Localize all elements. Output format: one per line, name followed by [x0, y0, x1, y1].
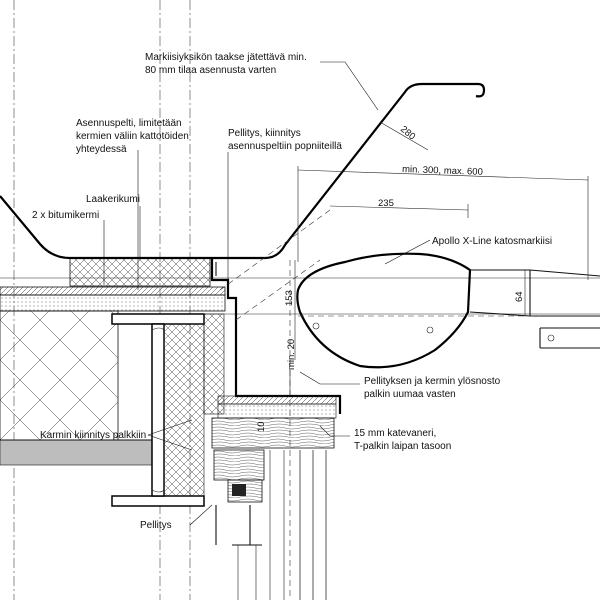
awning-mount-slab	[211, 395, 337, 449]
wall-insulation	[163, 313, 225, 497]
dim-280: 280	[398, 124, 417, 143]
label-laakeri: Laakerikumi	[86, 194, 140, 205]
label-sheet-2: asennuspeltiin popniiteillä	[228, 141, 342, 152]
bearing-rubber-pad	[69, 257, 211, 287]
label-raise-2: palkin uumaa vasten	[364, 389, 456, 400]
label-bitumi: 2 x bitumikermi	[32, 210, 99, 221]
label-kerm-fix: Karmin kiinnitys palkkiin	[40, 430, 146, 441]
awning-cassette	[296, 252, 600, 369]
label-plate-3: yhteydessä	[76, 144, 127, 155]
label-clearance-1: Markiisiyksikön taakse jätettävä min.	[145, 52, 307, 63]
dim-64: 64	[514, 291, 525, 302]
window-frame	[213, 449, 327, 600]
annotation-labels: Markiisiyksikön taakse jätettävä min. 80…	[32, 52, 552, 531]
roof-structure	[0, 286, 226, 466]
label-plate-2: kermien väliin kattotöiden	[76, 131, 189, 142]
dimension-labels: 280 min. 300, max. 600 235 153 64 min. 2…	[256, 124, 525, 432]
label-raise-1: Pellityksen ja kermin ylösnosto	[364, 376, 501, 387]
label-plate-1: Asennuspelti, limitetään	[76, 118, 182, 129]
label-awning: Apollo X-Line katosmarkiisi	[432, 236, 552, 247]
leader-lines	[103, 61, 431, 526]
label-sheet-1: Pellitys, kiinnitys	[228, 128, 301, 139]
dim-10: 10	[256, 421, 267, 432]
label-clearance-2: 80 mm tilaa asennusta varten	[145, 65, 276, 76]
label-pellitys: Pellitys	[140, 520, 172, 531]
label-veneer-2: T-palkin laipan tasoon	[354, 441, 451, 452]
dim-235: 235	[378, 198, 394, 209]
dim-300-600: min. 300, max. 600	[402, 164, 483, 178]
dim-min20: min. 20	[286, 339, 297, 370]
dimension-lines	[219, 121, 589, 396]
label-veneer-1: 15 mm katevaneri,	[354, 428, 436, 439]
dim-153: 153	[284, 290, 295, 306]
